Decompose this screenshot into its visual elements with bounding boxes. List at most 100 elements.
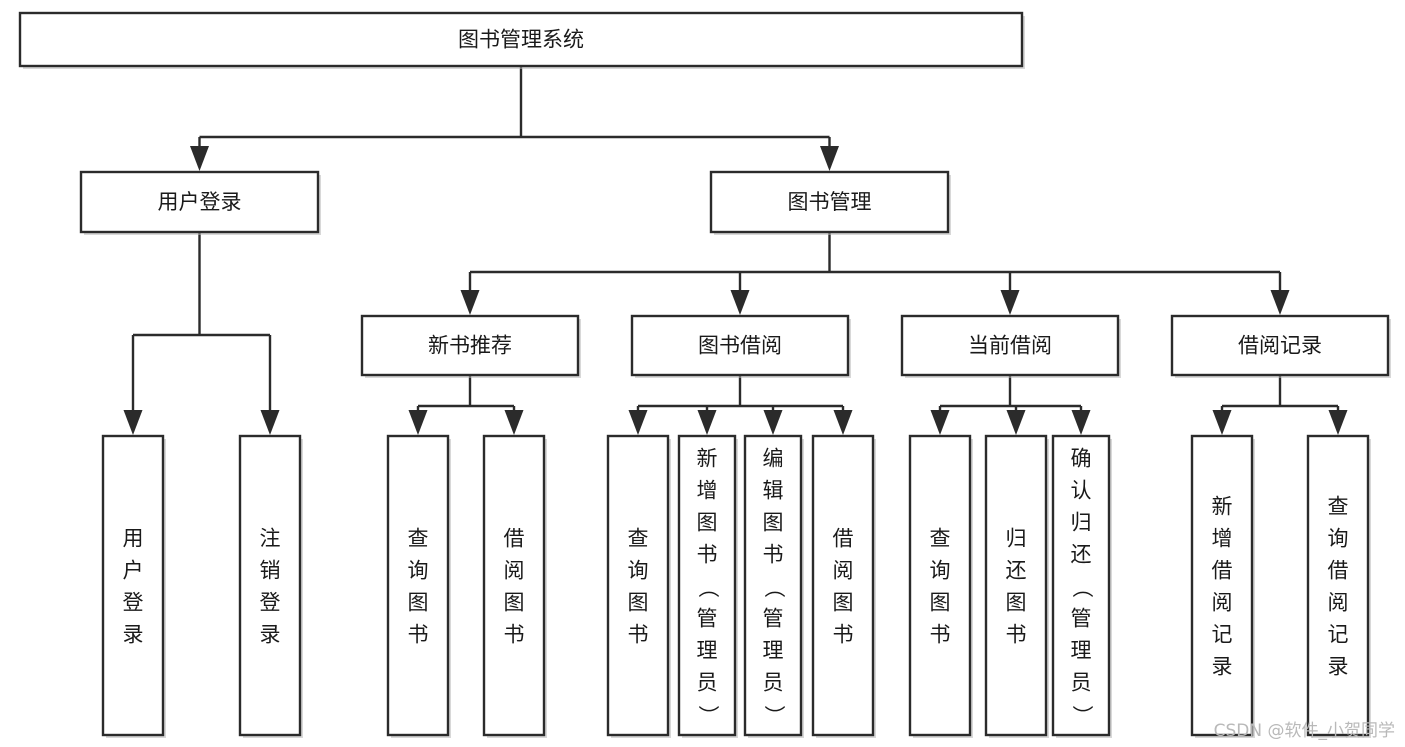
node-label-char: 图 <box>1006 591 1027 615</box>
node-leaf-query-borrow-record[interactable]: 查询借阅记录查询借阅记录 <box>1306 434 1371 738</box>
node-rect[interactable] <box>79 170 320 234</box>
node-leaf-user-login[interactable]: 用户登录用户登录 <box>101 434 166 738</box>
node-label-char: 查 <box>628 527 649 551</box>
watermark-label: CSDN @软件_小贺同学 <box>1213 721 1395 741</box>
node-rect[interactable] <box>1170 314 1390 377</box>
arrowhead-icon <box>1071 410 1091 435</box>
node-label-char: （ <box>696 577 720 598</box>
node-label-char: 管 <box>1071 607 1092 631</box>
node-new-book-recommend[interactable]: 新书推荐 <box>360 314 581 378</box>
node-rect[interactable] <box>811 434 875 737</box>
node-label: 图书管理系统 <box>458 28 584 52</box>
node-leaf-borrow-book-recommend[interactable]: 借阅图书借阅图书 <box>482 434 547 738</box>
node-rect[interactable] <box>908 434 972 737</box>
node-current-borrow[interactable]: 当前借阅 <box>900 314 1121 378</box>
arrowhead-icon <box>1000 290 1020 315</box>
arrowhead-icon <box>930 410 950 435</box>
node-label-char: 增 <box>1212 527 1233 551</box>
node-borrow-records[interactable]: 借阅记录 <box>1170 314 1391 378</box>
connector-edge-root-to-level2 <box>190 66 839 171</box>
node-label-char: ） <box>1070 705 1094 726</box>
node-leaf-borrow-book[interactable]: 借阅图书借阅图书 <box>811 434 876 738</box>
node-label-char: 查 <box>1328 495 1349 519</box>
node-user-login[interactable]: 用户登录 <box>79 170 321 235</box>
node-label-char: 管 <box>763 607 784 631</box>
node-rect[interactable] <box>677 434 737 737</box>
node-rect[interactable] <box>101 434 165 737</box>
node-label-char: 书 <box>408 623 429 647</box>
node-rect[interactable] <box>238 434 302 737</box>
arrowhead-icon <box>1270 290 1290 315</box>
node-label-char: 员 <box>1071 671 1092 695</box>
node-leaf-query-book-borrow[interactable]: 查询图书查询图书 <box>606 434 671 738</box>
arrowhead-icon <box>730 290 750 315</box>
node-label-char: 员 <box>763 671 784 695</box>
node-label-char: 管 <box>697 607 718 631</box>
node-label-char: 辑 <box>763 479 784 503</box>
node-label-char: 登 <box>123 591 144 615</box>
arrowhead-icon <box>190 146 209 171</box>
node-rect[interactable] <box>743 434 803 737</box>
node-rect[interactable] <box>360 314 580 377</box>
node-rect[interactable] <box>1051 434 1111 737</box>
arrowhead-icon <box>1328 410 1348 435</box>
node-label-char: 记 <box>1328 623 1349 647</box>
node-label-char: 记 <box>1212 623 1233 647</box>
node-leaf-return-book[interactable]: 归还图书归还图书 <box>984 434 1049 738</box>
node-label-char: 阅 <box>504 559 525 583</box>
node-label-char: 书 <box>628 623 649 647</box>
node-label-char: 理 <box>763 639 784 663</box>
node-label-char: 录 <box>1328 655 1349 679</box>
node-rect[interactable] <box>709 170 950 234</box>
node-label-char: 查 <box>408 527 429 551</box>
node-label-char: 注 <box>260 527 281 551</box>
arrowhead-icon <box>123 410 143 435</box>
node-rect[interactable] <box>1190 434 1254 737</box>
node-rect[interactable] <box>386 434 450 737</box>
node-rect[interactable] <box>1306 434 1370 737</box>
connector-edge-records-to-leaves <box>1212 375 1348 435</box>
arrowhead-icon <box>460 290 480 315</box>
connector-edge-user-login-to-leaves <box>123 232 280 435</box>
connector-edge-book-management-to-level3 <box>460 232 1290 315</box>
arrowhead-icon <box>504 410 524 435</box>
node-rect[interactable] <box>984 434 1048 737</box>
node-leaf-add-borrow-record[interactable]: 新增借阅记录新增借阅记录 <box>1190 434 1255 738</box>
node-book-borrow[interactable]: 图书借阅 <box>630 314 851 378</box>
arrowhead-icon <box>763 410 783 435</box>
node-label-char: （ <box>1070 577 1094 598</box>
node-label-char: 新 <box>1212 495 1233 519</box>
node-label-char: 图 <box>763 511 784 535</box>
node-book-management[interactable]: 图书管理 <box>709 170 951 235</box>
node-label-char: 图 <box>504 591 525 615</box>
node-label-char: 销 <box>260 559 281 583</box>
node-label-char: 借 <box>1328 559 1349 583</box>
node-rect[interactable] <box>606 434 670 737</box>
node-rect[interactable] <box>18 11 1024 68</box>
node-label-char: 书 <box>930 623 951 647</box>
node-label-char: 登 <box>260 591 281 615</box>
node-label-char: 用 <box>123 527 144 551</box>
node-label-char: 查 <box>930 527 951 551</box>
node-root[interactable]: 图书管理系统 <box>18 11 1025 69</box>
node-label-char: 图 <box>833 591 854 615</box>
nodes-layer: 图书管理系统用户登录图书管理新书推荐图书借阅当前借阅借阅记录用户登录用户登录注销… <box>18 11 1391 738</box>
node-leaf-query-book-current[interactable]: 查询图书查询图书 <box>908 434 973 738</box>
node-label-char: 图 <box>930 591 951 615</box>
node-label-char: 阅 <box>833 559 854 583</box>
node-label-char: 图 <box>408 591 429 615</box>
node-label-char: 询 <box>408 559 429 583</box>
node-label-char: 理 <box>697 639 718 663</box>
arrowhead-icon <box>408 410 428 435</box>
node-leaf-query-book-recommend[interactable]: 查询图书查询图书 <box>386 434 451 738</box>
node-leaf-logout[interactable]: 注销登录注销登录 <box>238 434 303 738</box>
node-rect[interactable] <box>482 434 546 737</box>
node-label: 当前借阅 <box>968 334 1052 358</box>
node-rect[interactable] <box>630 314 850 377</box>
node-rect[interactable] <box>900 314 1120 377</box>
arrowhead-icon <box>628 410 648 435</box>
arrowhead-icon <box>1006 410 1026 435</box>
